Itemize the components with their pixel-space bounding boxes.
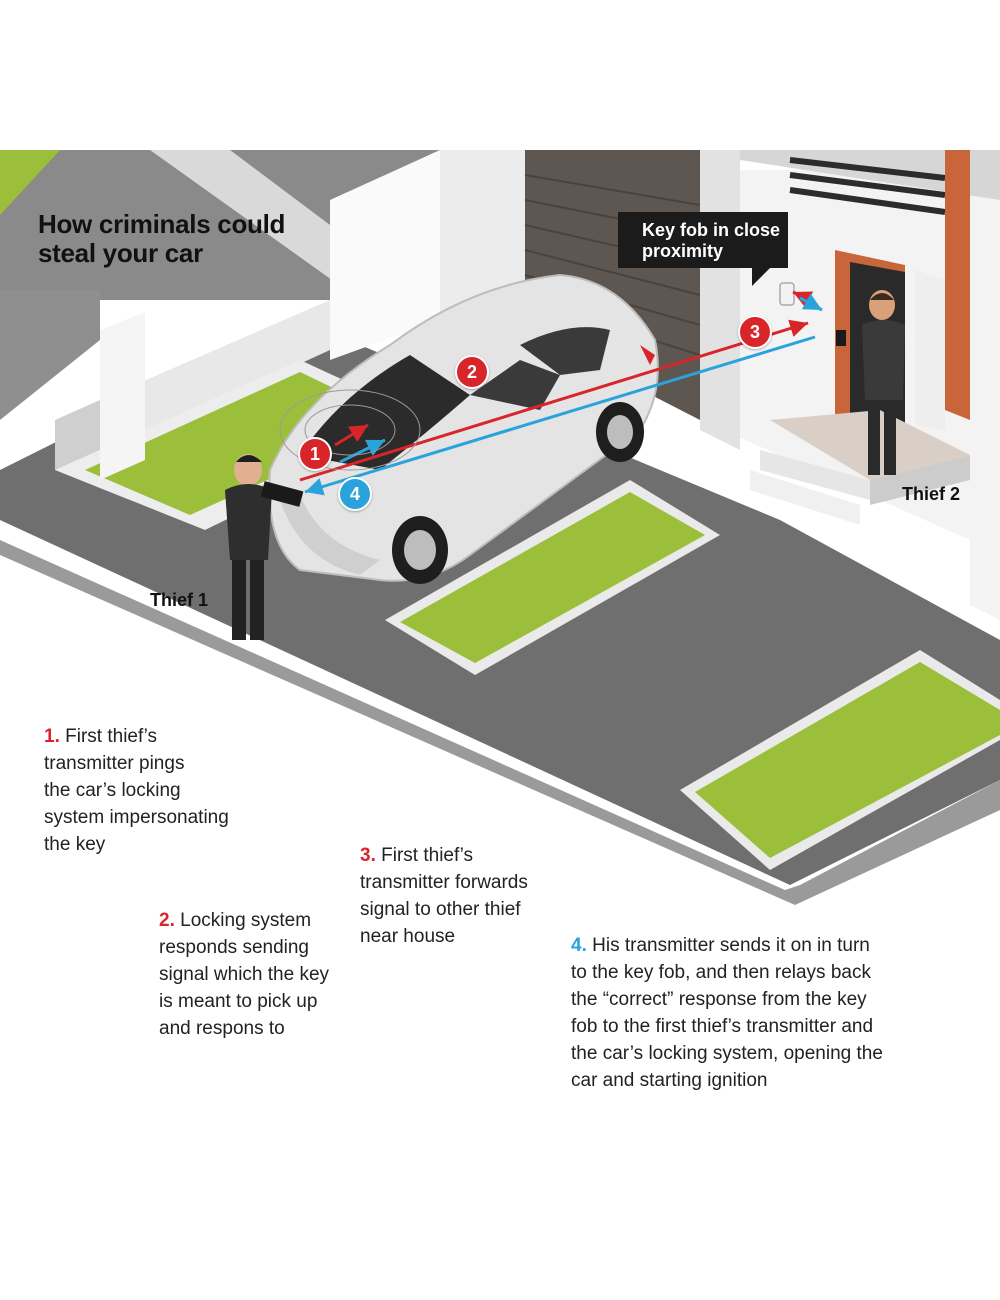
left-upper-ground xyxy=(0,290,100,420)
step-3-line-1: 3. First thief’s xyxy=(360,842,528,869)
door-side-panel xyxy=(915,270,945,430)
key-fob-callout: Key fob in close proximity xyxy=(618,212,788,268)
step-1-line-4: system impersonating xyxy=(44,807,229,828)
arrow-2 xyxy=(339,438,386,464)
step-2-text-1: Locking system xyxy=(180,910,312,931)
step-2-line-3: signal which the key xyxy=(159,964,330,985)
step-4-line-6: car and starting ignition xyxy=(571,1070,768,1091)
step-4-line-2: to the key fob, and then relays back xyxy=(571,962,871,983)
title-line-2: steal your car xyxy=(38,238,203,268)
thief-2-label: Thief 2 xyxy=(902,484,961,504)
house-wall-shadow xyxy=(700,150,740,450)
badge-2: 2 xyxy=(455,355,489,389)
arrow-1 xyxy=(334,423,369,447)
grass-strip-2 xyxy=(695,662,1000,858)
step-1-line-5: the key xyxy=(44,834,106,855)
roof-slats xyxy=(789,157,946,215)
step-1-text-1: First thief’s xyxy=(65,726,157,747)
step-3-number: 3. xyxy=(360,845,376,866)
wall-pillar xyxy=(100,312,145,480)
step-4-line-4: fob to the first thief’s transmitter and xyxy=(571,1016,874,1037)
step-2-line-1: 2. Locking system xyxy=(159,907,329,934)
thief-2-figure xyxy=(836,290,905,475)
low-wall-side xyxy=(100,300,330,455)
step-1-line-1: 1. First thief’s xyxy=(44,723,229,750)
grass-strip-1 xyxy=(400,492,705,663)
thief-1-figure xyxy=(225,454,304,640)
step-4: 4. His transmitter sends it on in turn t… xyxy=(571,932,883,1094)
orange-column xyxy=(945,150,970,420)
step-4-text-1: His transmitter sends it on in turn xyxy=(592,935,870,956)
arrow-3 xyxy=(299,319,809,482)
step-3-text-1: First thief’s xyxy=(381,845,473,866)
porch-step-3 xyxy=(750,470,860,525)
back-grass xyxy=(0,150,60,215)
step-1-line-2: transmitter pings xyxy=(44,753,185,774)
signal-arrows xyxy=(299,290,823,496)
step-4-line-3: the “correct” response from the key xyxy=(571,989,867,1010)
step-3-line-3: signal to other thief xyxy=(360,899,521,920)
step-3: 3. First thief’s transmitter forwards si… xyxy=(360,842,528,950)
signal-rings xyxy=(279,389,421,471)
step-4-line-1: 4. His transmitter sends it on in turn xyxy=(571,932,883,959)
step-1-number: 1. xyxy=(44,726,60,747)
low-wall-front xyxy=(55,400,100,470)
callout-line-2: proximity xyxy=(642,241,724,261)
key-fob-icon xyxy=(779,282,795,306)
step-3-line-4: near house xyxy=(360,926,456,947)
step-4-line-5: the car’s locking system, opening the xyxy=(571,1043,883,1064)
step-4-number: 4. xyxy=(571,935,587,956)
callout-line-1: Key fob in close xyxy=(642,220,781,240)
porch-step-2 xyxy=(870,455,970,505)
title-line-1: How criminals could xyxy=(38,209,286,239)
garage-wall-left-face xyxy=(330,150,440,360)
badge-1: 1 xyxy=(298,437,332,471)
step-2: 2. Locking system responds sending signa… xyxy=(159,907,329,1042)
garage-side-wall xyxy=(440,150,525,320)
step-2-number: 2. xyxy=(159,910,175,931)
step-2-line-4: is meant to pick up xyxy=(159,991,318,1012)
badge-4: 4 xyxy=(338,477,372,511)
callout-tail xyxy=(752,268,770,286)
page-title: How criminals could steal your car xyxy=(38,210,285,268)
porch-step-1 xyxy=(760,450,870,500)
boundary-wall-top xyxy=(0,150,430,300)
thief-1-label: Thief 1 xyxy=(150,590,209,610)
step-3-line-2: transmitter forwards xyxy=(360,872,528,893)
step-2-line-5: and respons to xyxy=(159,1018,285,1039)
step-1-line-3: the car’s locking xyxy=(44,780,181,801)
badge-3: 3 xyxy=(738,315,772,349)
arrow-fob-blue xyxy=(799,293,823,312)
arrow-4 xyxy=(304,335,816,496)
step-1: 1. First thief’s transmitter pings the c… xyxy=(44,723,229,858)
step-2-line-2: responds sending xyxy=(159,937,309,958)
